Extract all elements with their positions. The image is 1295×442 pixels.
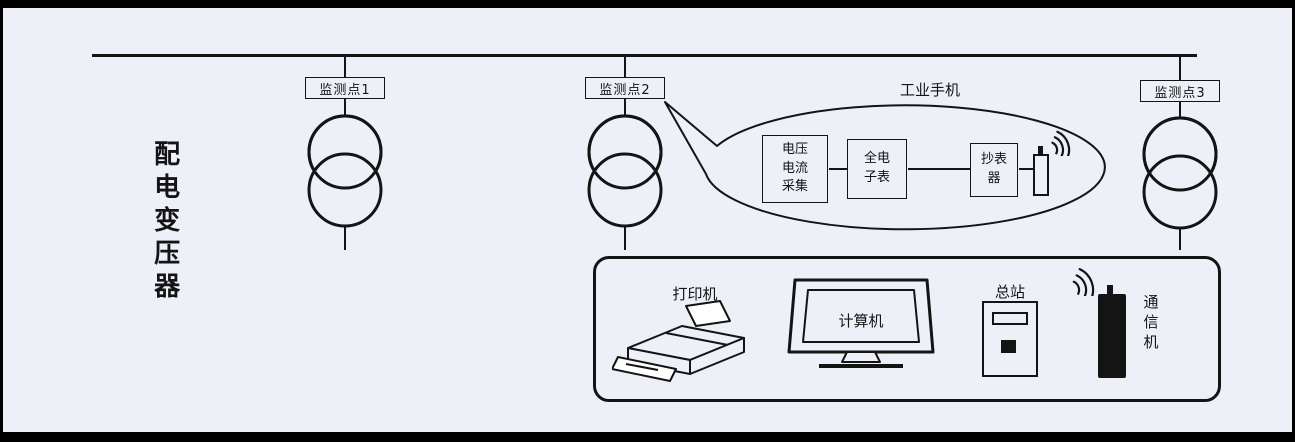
printer-paper-in	[685, 300, 731, 327]
station-indicator	[1001, 340, 1016, 353]
computer-label: 计算机	[838, 312, 884, 330]
wireless-signal-icon	[1051, 130, 1071, 156]
handheld-antenna	[1038, 146, 1043, 155]
power-bus-line	[92, 54, 1197, 57]
signal-arc-small	[1051, 141, 1059, 155]
transformer-circle-bottom	[307, 152, 383, 228]
transformer-icon	[1142, 116, 1218, 230]
station-cabinet-icon	[982, 301, 1038, 377]
comm-antenna	[1107, 285, 1113, 296]
transformer-icon	[587, 114, 663, 228]
station-label: 总站	[994, 283, 1025, 301]
printer-icon	[612, 300, 745, 382]
meter-reader-box: 抄表 器	[970, 143, 1018, 197]
signal-arc-mid	[1053, 136, 1065, 156]
signal-arc-large	[1078, 268, 1095, 296]
transformer-circle-top-outline	[1142, 116, 1218, 192]
transformer-circle-top-outline	[587, 114, 663, 190]
connector-reader-device	[1019, 168, 1034, 170]
signal-arc-small	[1072, 280, 1081, 295]
transformer-circle-top-outline	[307, 114, 383, 190]
distribution-transformer-label: 配电变压器	[149, 140, 180, 305]
monitor-stand	[841, 351, 881, 363]
handheld-device-icon	[1033, 154, 1049, 196]
printer-paper-line	[625, 363, 659, 371]
signal-arc-mid	[1075, 274, 1088, 296]
printer-side	[689, 337, 745, 375]
signal-arc-large	[1056, 130, 1071, 156]
monitor-base	[819, 364, 903, 368]
industrial-handset-title: 工业手机	[899, 81, 960, 99]
monitor-point2-label: 监测点2	[585, 77, 665, 99]
electronic-meter-box: 全电 子表	[847, 139, 907, 199]
connector-acquisition-meter	[829, 168, 847, 170]
monitor-icon	[787, 278, 935, 368]
voltage-current-acquisition-box: 电压 电流 采集	[762, 135, 828, 203]
printer-label: 打印机	[672, 285, 718, 303]
monitor-screen	[802, 289, 920, 343]
connector-meter-reader	[908, 168, 970, 170]
printer-slot	[665, 332, 729, 346]
wireless-signal-icon	[1072, 268, 1095, 296]
printer-paper-out	[612, 356, 677, 382]
station-slot	[992, 312, 1028, 325]
monitor-point3-label: 监测点3	[1140, 80, 1220, 102]
comm-device-label: 通信机	[1141, 294, 1160, 354]
master-station-panel	[593, 256, 1221, 402]
transformer-icon	[307, 114, 383, 228]
monitor-point1-label: 监测点1	[305, 77, 385, 99]
transformer-circle-bottom	[587, 152, 663, 228]
comm-device-icon	[1098, 294, 1126, 378]
transformer-circle-bottom	[1142, 154, 1218, 230]
